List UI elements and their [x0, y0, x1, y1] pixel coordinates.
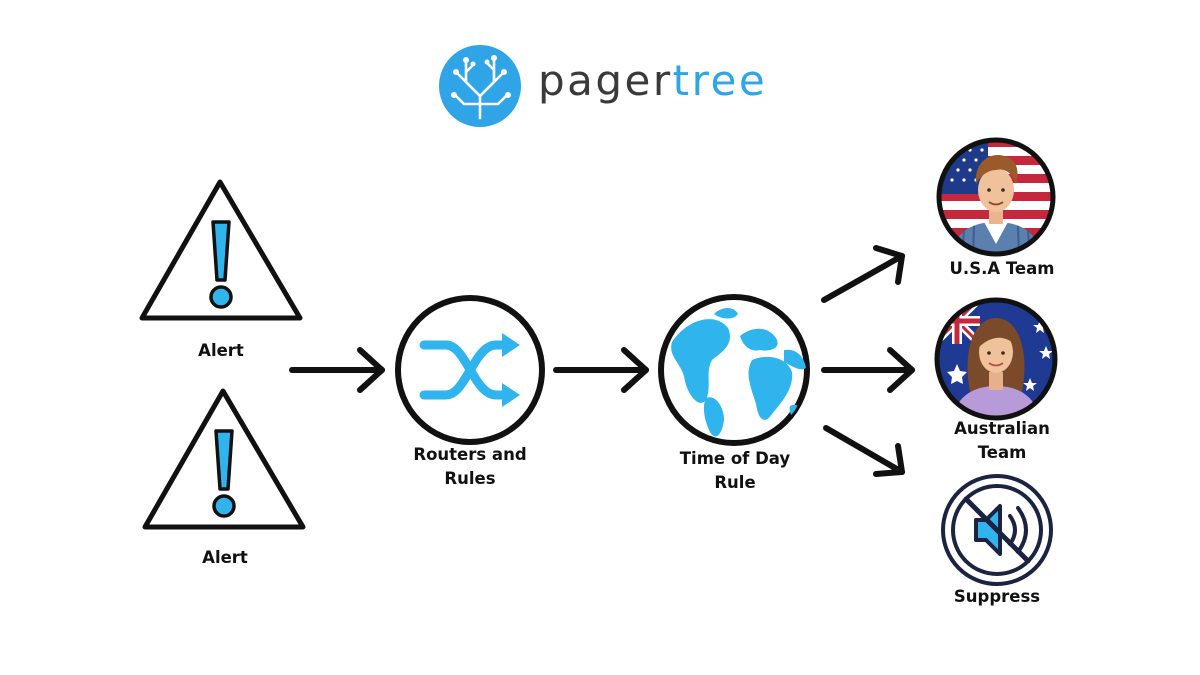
arrow-time-rule-to-australian-team — [821, 347, 915, 393]
alert-2-label: Alert — [202, 548, 248, 567]
time-rule-label: Time of Day Rule — [679, 449, 791, 492]
arrow-alerts-to-routers — [289, 347, 385, 393]
pagertree-logo-icon — [439, 45, 521, 127]
suppress-label: Suppress — [953, 587, 1041, 606]
suppress-muted-speaker-icon — [941, 474, 1053, 586]
arrow-routers-to-time-rule — [553, 347, 649, 393]
time-rule-globe-icon — [658, 294, 810, 446]
brand-name-part1: pager — [538, 56, 673, 105]
brand-wordmark: pagertree — [538, 60, 767, 102]
usa-team-label: U.S.A Team — [949, 259, 1055, 278]
australian-team-avatar-icon — [934, 297, 1058, 421]
brand-name-part2: tree — [672, 56, 768, 105]
usa-team-avatar-icon — [936, 137, 1056, 257]
routers-shuffle-icon — [395, 295, 545, 445]
arrow-time-rule-to-suppress — [823, 425, 905, 477]
routers-label: Routers and Rules — [413, 445, 527, 488]
australian-team-label: Australian Team — [954, 419, 1050, 462]
alert-2-warning-triangle-icon — [142, 388, 306, 530]
alert-1-label: Alert — [198, 341, 244, 360]
arrow-time-rule-to-usa-team — [821, 245, 905, 303]
alert-1-warning-triangle-icon — [139, 179, 303, 321]
